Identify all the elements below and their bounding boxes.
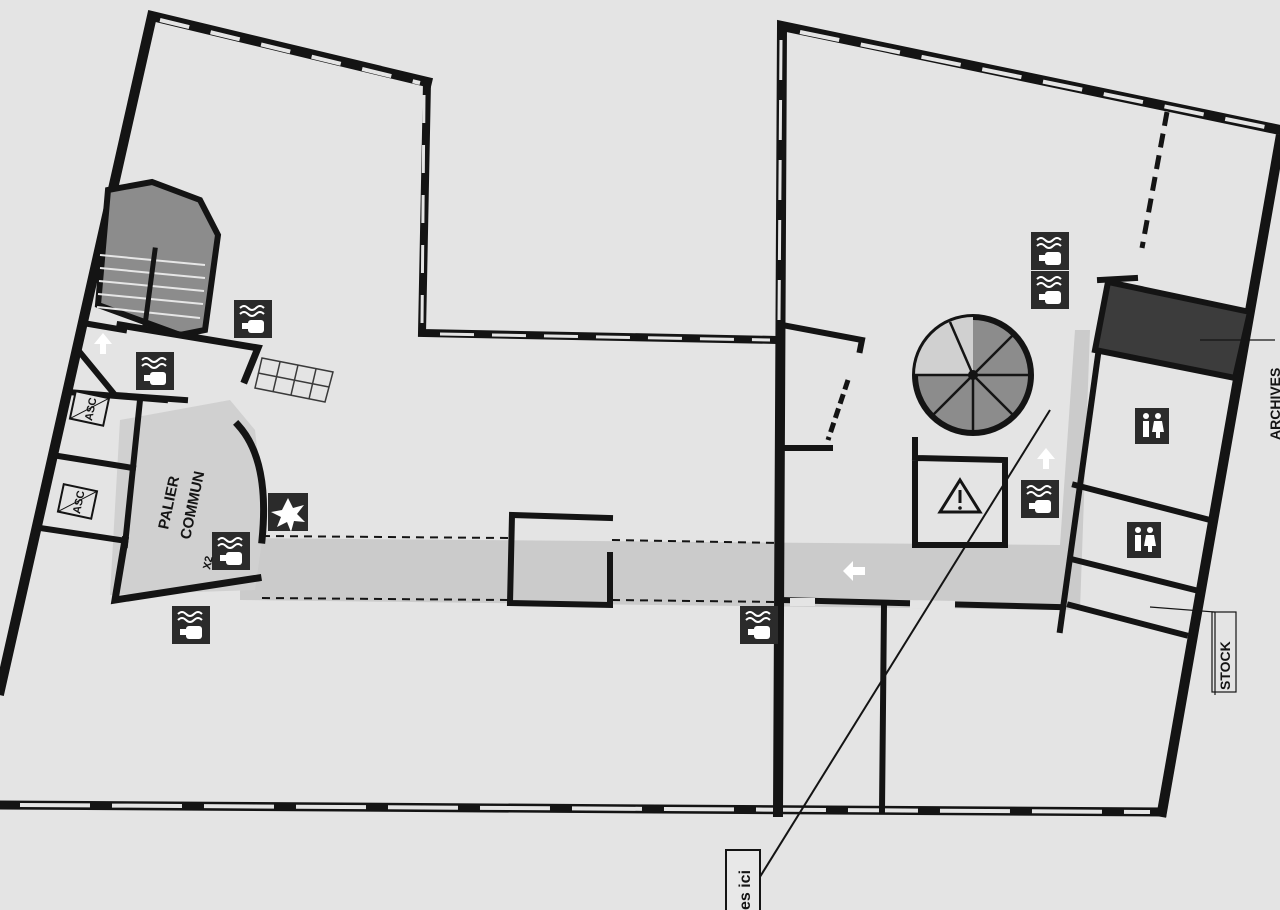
right-windows-left (777, 39, 783, 321)
svg-text:STOCK: STOCK (1217, 641, 1233, 690)
right-windows-top (799, 30, 1271, 130)
svg-text:ASC: ASC (71, 490, 88, 515)
right-building-outer-wall (772, 19, 1280, 818)
toilet-divider-1 (1071, 481, 1214, 524)
arrow-icon (843, 561, 865, 581)
arrow-icon (1037, 448, 1055, 469)
stair-center-wall (142, 247, 158, 328)
stock-wall (1066, 601, 1189, 639)
arrow-icon (94, 333, 112, 354)
left-windows-court (420, 94, 426, 326)
fire-extinguisher-icon (211, 531, 251, 571)
office-partition (878, 601, 888, 814)
toilet-divider-2 (1071, 556, 1199, 594)
fire-extinguisher-icon (1030, 270, 1070, 310)
palier-curved-wall (233, 420, 268, 544)
palier-wall-bottom (110, 535, 262, 605)
corridor-dashed-top-left (261, 535, 509, 539)
toilet-icon (1127, 522, 1161, 558)
bottom-facade-windows (19, 803, 1151, 814)
central-shaft (506, 511, 614, 609)
right-building-east-wall (1156, 134, 1280, 818)
left-windows-top (159, 18, 421, 85)
right-south-wall-gap-2 (909, 600, 956, 609)
you-are-here-marker: es ici (725, 849, 761, 910)
warning-triangle-icon (937, 477, 983, 514)
court-windows-bottom (439, 332, 771, 342)
fire-extinguisher-icon (1030, 231, 1070, 271)
right-room-wall-1 (778, 321, 866, 354)
elevator-divider-3 (36, 524, 124, 544)
elevator-icon: ASC (68, 390, 111, 427)
fire-alarm-icon (268, 493, 308, 532)
toilet-icon (1135, 408, 1169, 444)
fire-extinguisher-icon (739, 605, 779, 645)
svg-text:ASC: ASC (83, 397, 100, 422)
toilets-wall-left (1056, 351, 1102, 634)
left-building-court-wall (417, 77, 783, 345)
elevator-icon: ASC (56, 483, 99, 520)
spiral-staircase (912, 314, 1034, 436)
toilet-entrance-stub (1096, 274, 1139, 284)
palier-wall-top (115, 320, 263, 385)
palier-wall-left (121, 396, 144, 549)
archives-label: ARCHIVES (1267, 368, 1280, 440)
fire-extinguisher-icon (233, 299, 273, 339)
main-staircase (94, 178, 222, 339)
archives-room (1091, 278, 1254, 382)
elevator-divider-2 (48, 451, 137, 472)
elevator-shaft-left (31, 388, 72, 539)
stair-landing-divider (79, 319, 128, 334)
right-room-door (825, 379, 851, 441)
fire-extinguisher-icon (1020, 479, 1060, 519)
fire-extinguisher-icon (171, 605, 211, 645)
stock-label-box: STOCK (1211, 611, 1237, 693)
evacuation-route (240, 330, 1090, 610)
spiral-enclosure (911, 437, 1008, 548)
you-are-here-leader (757, 409, 1051, 881)
right-interior-dashed-partition (1139, 111, 1170, 249)
fire-extinguisher-icon (135, 351, 175, 391)
outdoor-grid (254, 357, 334, 403)
svg-text:es ici: es ici (737, 870, 754, 910)
extinguisher-count-label: X2 (201, 555, 216, 571)
